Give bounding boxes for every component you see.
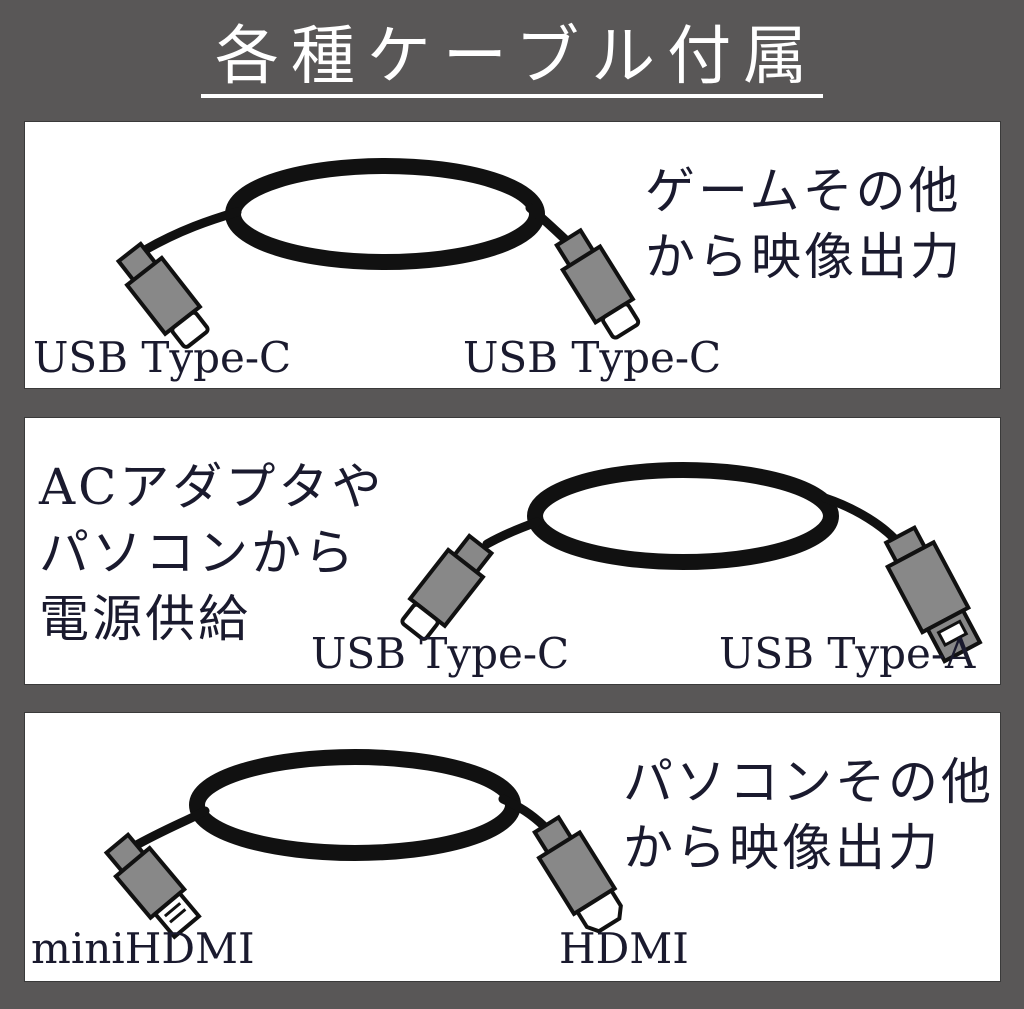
usbc-usba-cable-icon: [400, 462, 983, 664]
panel-usbc-usba: ACアダプタや パソコンから 電源供給 USB Type-C USB Type-…: [24, 417, 1001, 685]
panel-minihdmi-hdmi: パソコンその他 から映像出力 miniHDMI HDMI: [24, 712, 1001, 982]
left-connector-label: miniHDMI: [31, 924, 255, 973]
usbc-usbc-cable-icon: [115, 158, 641, 349]
left-connector-label: USB Type-C: [33, 333, 292, 382]
panel-description: ゲームその他 から映像出力: [645, 162, 963, 286]
right-connector-label: USB Type-A: [719, 629, 976, 678]
panel-usbc-usbc: ゲームその他 から映像出力 USB Type-C USB Type-C: [24, 121, 1001, 389]
panel-description: パソコンその他 から映像出力: [623, 753, 994, 877]
left-connector-label: USB Type-C: [311, 629, 570, 678]
minihdmi-hdmi-cable-icon: [103, 749, 623, 940]
page-title: 各種ケーブル付属: [200, 22, 824, 98]
title-bar: 各種ケーブル付属: [0, 0, 1024, 118]
right-connector-label: HDMI: [559, 924, 689, 973]
right-connector-label: USB Type-C: [463, 333, 722, 382]
panel-description: ACアダプタや パソコンから 電源供給: [39, 458, 385, 648]
